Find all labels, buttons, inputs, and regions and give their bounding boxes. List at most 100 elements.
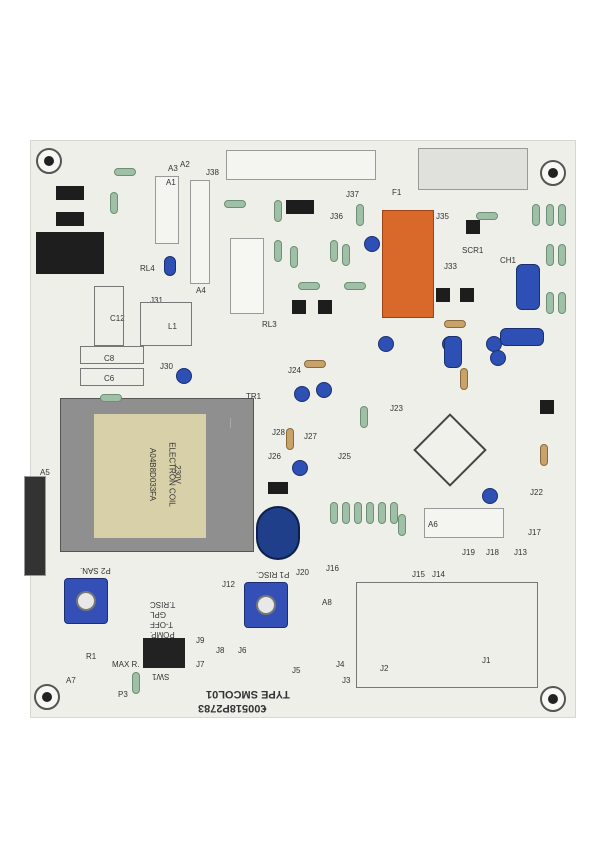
potentiometer-p1 xyxy=(244,582,288,628)
resistor xyxy=(390,502,398,524)
resistor xyxy=(224,200,246,208)
mounting-hole xyxy=(34,684,60,710)
silk-j36: J36 xyxy=(330,212,343,221)
silk-a2: A2 xyxy=(180,160,190,169)
resistor xyxy=(558,204,566,226)
silk-l1: L1 xyxy=(168,322,177,331)
resistor xyxy=(344,282,366,290)
ic xyxy=(436,288,450,302)
mounting-hole xyxy=(36,148,62,174)
silk-dip-4: POMP. xyxy=(150,630,175,639)
silk-j9: J9 xyxy=(196,636,205,645)
silk-j19: J19 xyxy=(462,548,475,557)
relay-rl3 xyxy=(230,238,264,314)
silk-p2-san: P2 SAN. xyxy=(80,566,111,575)
silk-c6: C6 xyxy=(104,374,115,383)
resistor xyxy=(540,444,548,466)
silk-a4: A4 xyxy=(196,286,206,295)
silk-a3: A3 xyxy=(168,164,178,173)
resistor xyxy=(330,240,338,262)
silk-scr1: SCR1 xyxy=(462,246,484,255)
ic xyxy=(56,186,70,200)
capacitor xyxy=(364,236,380,252)
capacitor xyxy=(294,386,310,402)
resistor xyxy=(546,204,554,226)
silk-a5: A5 xyxy=(40,468,50,477)
mounting-hole xyxy=(540,686,566,712)
silk-j22: J22 xyxy=(530,488,543,497)
transformer-text-3: 230V xyxy=(172,465,182,484)
dip-switch-sw1 xyxy=(143,638,185,668)
resistor xyxy=(304,360,326,368)
silk-j24: J24 xyxy=(288,366,301,375)
electrolytic-capacitor xyxy=(256,506,300,560)
silk-a6: A6 xyxy=(428,520,438,529)
resistor xyxy=(274,240,282,262)
silk-j18: J18 xyxy=(486,548,499,557)
resistor xyxy=(354,502,362,524)
ic xyxy=(70,212,84,226)
capacitor xyxy=(292,460,308,476)
ic xyxy=(300,200,314,214)
silk-outline-l1 xyxy=(140,302,192,346)
silk-j7: J7 xyxy=(196,660,205,669)
relay-orange xyxy=(382,210,434,318)
ic xyxy=(540,400,554,414)
capacitor xyxy=(378,336,394,352)
resistor xyxy=(558,292,566,314)
silk-j2: J2 xyxy=(380,664,389,673)
silk-j20: J20 xyxy=(296,568,309,577)
connector-j17 xyxy=(424,508,504,538)
relay-rl4 xyxy=(36,232,104,274)
silk-j8: J8 xyxy=(216,646,225,655)
ic xyxy=(70,186,84,200)
resistor xyxy=(114,168,136,176)
silk-f1: F1 xyxy=(392,188,402,197)
silk-dip-1: T.RISC xyxy=(150,600,176,609)
silk-outline-c6 xyxy=(80,368,144,386)
silk-dip-3: T-OFF xyxy=(150,620,174,629)
capacitor xyxy=(482,488,498,504)
resistor xyxy=(100,394,122,402)
resistor xyxy=(476,212,498,220)
ic xyxy=(466,220,480,234)
silk-a7: A7 xyxy=(66,676,76,685)
capacitor xyxy=(164,256,176,276)
silk-c12: C12 xyxy=(110,314,125,323)
resistor xyxy=(342,244,350,266)
silk-p1-risc: P1 RISC. xyxy=(256,570,290,579)
resistor xyxy=(546,292,554,314)
potentiometer-p2 xyxy=(64,578,108,624)
silk-j16: J16 xyxy=(326,564,339,573)
resistor xyxy=(110,192,118,214)
resistor xyxy=(460,368,468,390)
silk-j28: J28 xyxy=(272,428,285,437)
silk-tr1: TR1 xyxy=(246,392,262,401)
silk-rl4: RL4 xyxy=(140,264,155,273)
ic xyxy=(460,288,474,302)
resistor xyxy=(532,204,540,226)
trace xyxy=(230,418,231,428)
resistor xyxy=(356,204,364,226)
capacitor xyxy=(516,264,540,310)
capacitor xyxy=(176,368,192,384)
resistor xyxy=(132,672,140,694)
resistor xyxy=(342,502,350,524)
silk-j25: J25 xyxy=(338,452,351,461)
silk-j26: J26 xyxy=(268,452,281,461)
silk-j1: J1 xyxy=(482,656,491,665)
resistor xyxy=(366,502,374,524)
connector-a5 xyxy=(24,476,46,576)
connector-a3 xyxy=(155,176,179,244)
resistor xyxy=(330,502,338,524)
silk-outline-j1 xyxy=(356,582,538,688)
silk-j3: J3 xyxy=(342,676,351,685)
silk-j35: J35 xyxy=(436,212,449,221)
connector-j37 xyxy=(226,150,376,180)
ic xyxy=(318,300,332,314)
silk-j33: J33 xyxy=(444,262,457,271)
capacitor xyxy=(490,350,506,366)
resistor xyxy=(558,244,566,266)
ic xyxy=(286,200,300,214)
silk-j27: J27 xyxy=(304,432,317,441)
